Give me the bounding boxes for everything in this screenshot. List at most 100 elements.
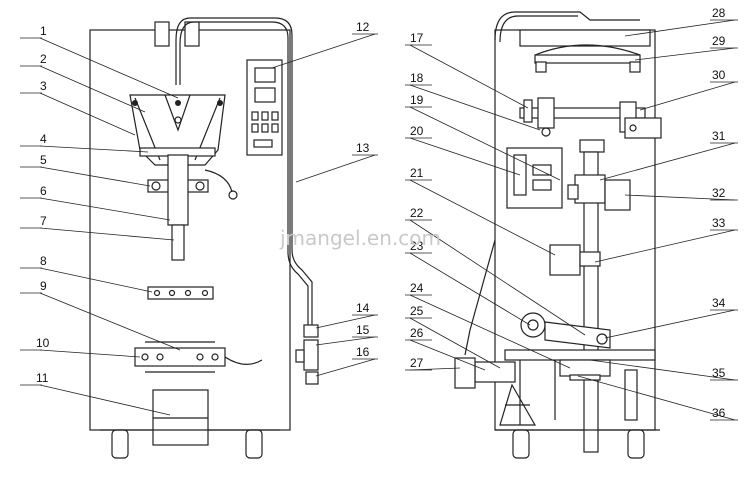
clamp-bolt-left (151, 181, 161, 191)
panel-btn-1 (251, 111, 259, 121)
watermark: jmangel.en.com (279, 226, 441, 250)
label-6: 6 (40, 184, 47, 198)
display-1 (254, 67, 276, 83)
label-29: 29 (712, 34, 726, 48)
side-top-frame-inner (499, 15, 578, 43)
leader-8 (39, 267, 153, 293)
former-bolt-1 (132, 100, 138, 106)
leader-21 (409, 179, 556, 256)
roller-bracket (624, 117, 662, 139)
leader-2 (39, 65, 146, 113)
hose-end (228, 190, 238, 200)
part-labels: 1 2 3 4 5 6 7 8 9 10 11 12 13 14 15 16 1… (36, 6, 726, 420)
leader-23 (409, 252, 531, 326)
leader-17 (409, 44, 529, 109)
top-bracket-right (184, 21, 200, 47)
film-pipe (175, 17, 293, 185)
side-pipe (291, 185, 313, 325)
label-25: 25 (410, 304, 424, 318)
mid-block-connector (579, 251, 601, 267)
leader-25 (409, 317, 501, 369)
leader-11 (39, 384, 171, 416)
label-27: 27 (410, 356, 424, 370)
cutter-cable (224, 356, 263, 365)
label-3: 3 (40, 79, 47, 93)
label-26: 26 (410, 326, 424, 340)
panel-btn-2 (261, 111, 269, 121)
label-1: 1 (40, 24, 47, 38)
left-leaders (20, 33, 378, 416)
lever-pivot (596, 333, 608, 345)
leader-3 (39, 92, 136, 136)
shaft-collar-left (567, 184, 579, 200)
leader-33 (594, 229, 736, 263)
wheel-front-right (245, 429, 263, 459)
side-rail (624, 369, 638, 421)
label-23: 23 (410, 239, 424, 253)
side-control-slot (513, 154, 527, 196)
label-34: 34 (712, 296, 726, 310)
label-16: 16 (356, 345, 370, 359)
label-11: 11 (36, 371, 49, 385)
label-7: 7 (40, 214, 47, 228)
leader-4 (39, 145, 149, 153)
tube-end (171, 224, 185, 261)
label-30: 30 (712, 68, 726, 82)
top-block (579, 139, 605, 153)
side-control-box (506, 147, 563, 209)
film-pipe-inner (179, 21, 289, 185)
former-bolt-2 (217, 100, 223, 106)
side-display-1 (532, 164, 552, 176)
leader-31 (599, 142, 736, 181)
roller-knob (523, 99, 533, 123)
label-21: 21 (410, 166, 424, 180)
sealer-bolt-1 (153, 289, 161, 297)
mid-block (549, 244, 581, 276)
top-bracket-left (154, 21, 170, 47)
leader-14 (315, 314, 376, 329)
label-20: 20 (410, 124, 424, 138)
panel-btn-6 (271, 123, 279, 133)
label-31: 31 (712, 129, 726, 143)
cam-hub (527, 319, 539, 331)
side-display-2 (532, 179, 552, 191)
panel-btn-5 (261, 123, 269, 133)
leader-18 (409, 84, 541, 131)
cutter-bolt-3 (196, 353, 204, 361)
label-12: 12 (356, 20, 370, 34)
leader-29 (634, 47, 736, 61)
label-10: 10 (36, 336, 50, 350)
label-15: 15 (356, 323, 370, 337)
side-view-pipe (464, 239, 496, 356)
label-5: 5 (40, 153, 47, 167)
leader-7 (39, 227, 175, 241)
label-32: 32 (712, 186, 726, 200)
label-4: 4 (40, 132, 47, 146)
panel-btn-3 (271, 111, 279, 121)
leader-1 (39, 37, 179, 99)
front-view (89, 17, 319, 459)
label-33: 33 (712, 216, 726, 230)
valve-outlet (305, 371, 319, 385)
sealer-bar (147, 286, 214, 300)
leader-34 (604, 309, 736, 339)
panel-switch (253, 139, 273, 148)
cam-wheel (520, 312, 546, 338)
valve-side (295, 349, 305, 363)
clamp-bolt-right (195, 181, 205, 191)
leader-30 (639, 81, 736, 111)
roller-collar-left (537, 97, 555, 129)
panel-btn-4 (251, 123, 259, 133)
wheel-side-left (512, 429, 530, 459)
cutter-bolt-2 (156, 353, 164, 361)
leader-32 (624, 194, 736, 201)
piston-cap (454, 357, 476, 389)
label-17: 17 (410, 31, 424, 45)
feed-tube (167, 154, 189, 226)
label-24: 24 (410, 281, 424, 295)
leader-16 (315, 358, 376, 377)
leader-13 (295, 154, 376, 183)
roller-bracket-bolt (629, 124, 637, 132)
leader-35 (589, 359, 736, 381)
